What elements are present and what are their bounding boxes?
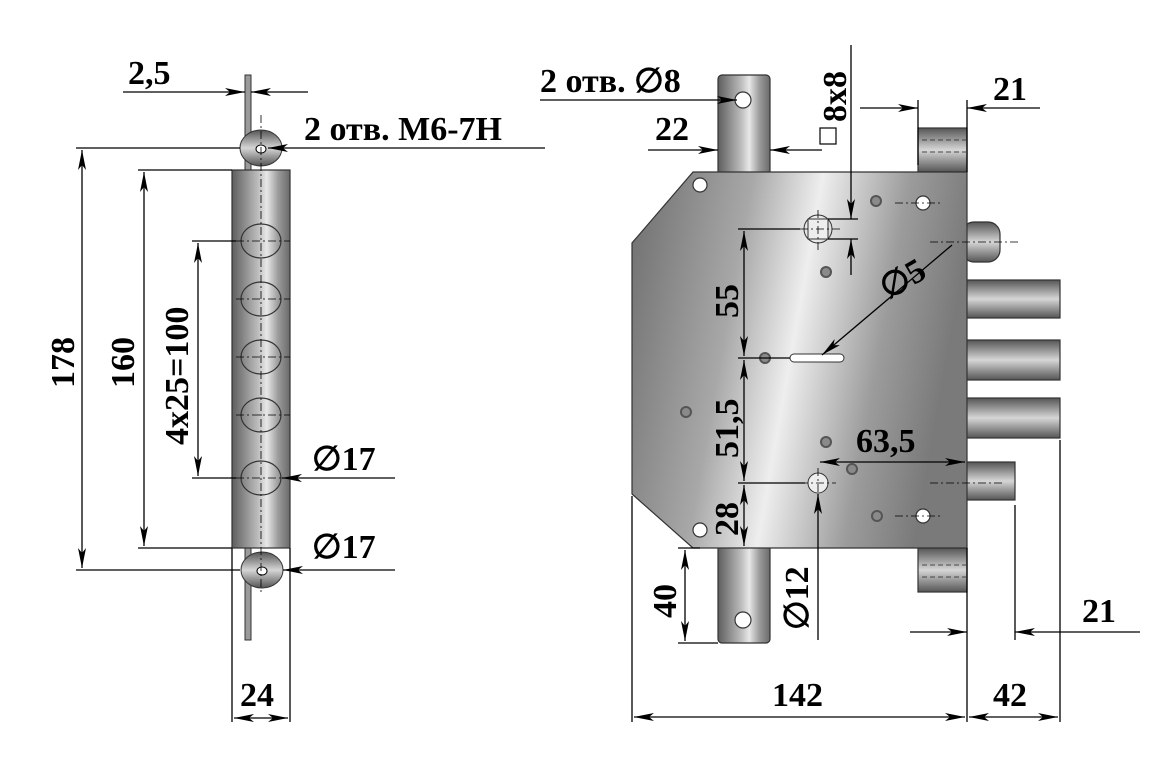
bottom-guide-block: [917, 547, 968, 593]
dim-top-block: 21: [993, 71, 1027, 108]
screw-icon: [734, 611, 752, 629]
dead-bolt-1: [961, 279, 1061, 319]
dead-bolt-3: [961, 397, 1061, 439]
square-symbol-icon: [819, 127, 837, 145]
dim-body-height: 160: [105, 337, 142, 388]
dim-strike-height: 40: [647, 584, 684, 618]
dim-bolt-pitch: 4x25=100: [159, 307, 196, 445]
dim-bolt-short: 21: [1082, 593, 1116, 630]
screw-icon: [692, 522, 708, 538]
short-bolt: [961, 461, 1016, 501]
bottom-rosette-hole: [256, 566, 268, 576]
dim-follower-square: 8x8: [817, 71, 854, 122]
screw-icon: [692, 177, 708, 193]
dim-mount-holes: 2 отв. М6-7Н: [304, 111, 502, 148]
top-strike-tab: [717, 74, 771, 176]
dim-cylinder-hole: ∅12: [779, 566, 816, 630]
dimples: [680, 195, 883, 522]
dim-rosette-diameter: ∅17: [312, 529, 376, 566]
dim-strike-width: 22: [655, 111, 689, 148]
top-guide-block: [917, 127, 968, 173]
dim-bolt-throw: 42: [993, 677, 1027, 714]
dim-key-to-cylinder: 51,5: [709, 399, 746, 459]
dim-cylinder-to-bottom: 28: [709, 502, 746, 536]
dim-strike-holes: 2 отв. ∅8: [540, 63, 681, 100]
dim-backset: 63,5: [856, 423, 916, 460]
dim-plate-thickness: 2,5: [128, 55, 171, 92]
front-view: 2 отв. ∅8 22 8x8 21 55 51,5 28 40 ∅12: [540, 45, 1140, 722]
dim-follower-to-key: 55: [709, 284, 746, 318]
dim-width: 24: [240, 677, 274, 714]
dim-body-width: 142: [772, 677, 823, 714]
side-view: 2,5 2 отв. М6-7Н 178 160 4x25=100 ∅17 ∅1…: [45, 55, 545, 722]
dim-total-height: 178: [45, 337, 82, 388]
dim-bolt-diameter: ∅17: [312, 441, 376, 478]
screw-icon: [734, 91, 752, 109]
keyhole: [789, 353, 845, 363]
dead-bolt-2: [961, 339, 1061, 381]
